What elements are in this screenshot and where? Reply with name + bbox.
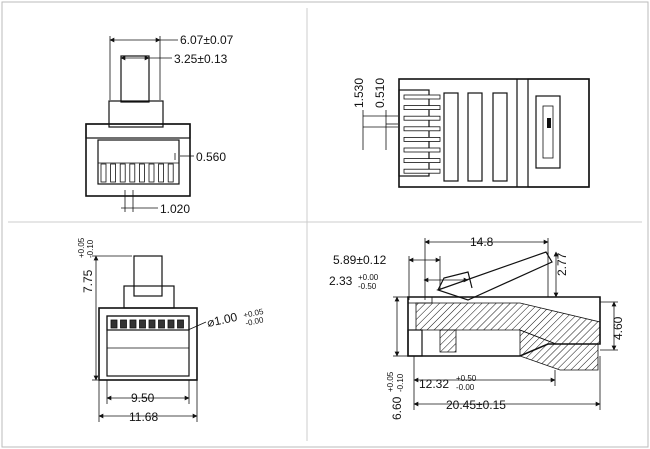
dim-rear-height-tol-lower: -0.10 xyxy=(86,239,95,258)
dim-rear-inner-width: 9.50 xyxy=(131,391,155,405)
dim-rear-outer-width: 11.68 xyxy=(129,410,158,424)
dim-body-height: 4.60 xyxy=(611,316,625,340)
front-view-top-left: 6.07±0.07 3.25±0.13 0.560 1.020 xyxy=(85,33,234,216)
rear-view-bottom-left: 7.75 +0.05 -0.10 ⌀1.00 +0.05 -0.00 9.50 … xyxy=(77,237,265,424)
contact-pin xyxy=(139,319,146,329)
contact-pin xyxy=(129,319,137,329)
dim-latch-step-tol-upper: +0.00 xyxy=(358,273,379,282)
side-section-bottom-right: 14.8 5.89±0.12 2.33 +0.00 -0.50 2.77 4.6… xyxy=(329,235,625,420)
dim-rear-height: 7.75 xyxy=(81,269,95,293)
dim-latch-height: 2.77 xyxy=(555,252,569,276)
dim-width-latch-inner: 3.25±0.13 xyxy=(174,52,228,66)
dim-latch-step-tol-lower: -0.50 xyxy=(358,282,377,291)
contact-pin xyxy=(403,126,441,132)
dim-inner-length-tol-lower: -0.00 xyxy=(456,383,475,392)
contact-pin xyxy=(403,94,441,100)
contact-pin xyxy=(110,163,116,183)
contact-pin xyxy=(120,319,127,329)
contact-pin xyxy=(403,168,441,174)
dim-pin-width: 0.510 xyxy=(373,78,387,108)
contact-pin xyxy=(403,115,441,121)
contact-pin xyxy=(167,163,174,183)
contact-pin xyxy=(158,319,165,329)
dim-pin-diameter-tol-lower: -0.00 xyxy=(245,315,265,328)
top-view-top-right: 1.530 0.510 xyxy=(352,78,590,188)
dim-pin-diameter-tol-upper: +0.05 xyxy=(243,307,265,320)
contact-pin xyxy=(403,105,441,110)
dim-width-latch-outer: 6.07±0.07 xyxy=(180,33,234,47)
dim-pin-pitch: 1.530 xyxy=(352,78,366,108)
contact-pin xyxy=(129,163,136,183)
contact-pin xyxy=(167,319,175,329)
dim-pin-diameter: ⌀1.00 xyxy=(206,310,239,330)
dim-contact-height: 0.560 xyxy=(196,150,226,164)
contact-pin xyxy=(403,147,441,153)
contact-pin xyxy=(403,136,441,142)
contact-pin xyxy=(148,163,155,183)
dim-inner-length-tol-upper: +0.50 xyxy=(456,374,477,383)
dim-side-height-tol-upper: +0.05 xyxy=(386,371,395,392)
dim-inner-length: 12.32 xyxy=(419,377,449,391)
dim-side-height-tol-lower: -0.10 xyxy=(396,373,405,392)
dim-latch-step: 2.33 xyxy=(329,274,353,288)
contact-pin xyxy=(158,163,165,183)
contact-pin xyxy=(110,319,118,329)
dim-rear-height-tol-upper: +0.05 xyxy=(77,237,86,258)
dim-side-height: 6.60 xyxy=(390,396,404,420)
contact-pin xyxy=(119,163,126,183)
dim-latch-offset: 5.89±0.12 xyxy=(333,253,387,267)
contact-pin xyxy=(148,319,156,329)
contact-pin xyxy=(138,163,145,183)
contact-pin xyxy=(100,163,107,183)
dim-latch-length: 14.8 xyxy=(470,235,494,249)
contact-pin xyxy=(403,158,441,164)
dim-total-length: 20.45±0.15 xyxy=(446,398,506,412)
dim-contact-pitch: 1.020 xyxy=(160,202,190,216)
contact-pin xyxy=(177,319,184,329)
